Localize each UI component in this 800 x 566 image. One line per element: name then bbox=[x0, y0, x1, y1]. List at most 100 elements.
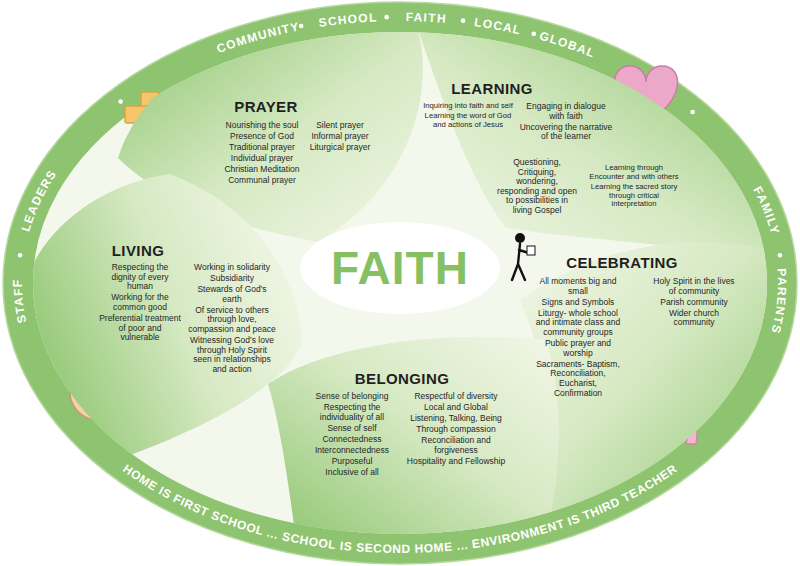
section-item: Sense of self bbox=[302, 424, 402, 434]
petal-section: BELONGING Sense of belongingRespecting th… bbox=[262, 325, 572, 555]
ring-edge bbox=[3, 2, 797, 564]
ring-label: LEADERS bbox=[19, 167, 60, 233]
section-item: Through compassion bbox=[406, 425, 506, 435]
figure-icon bbox=[512, 233, 535, 280]
section-heading: BELONGING bbox=[355, 371, 449, 386]
ring-label: LOCAL bbox=[473, 15, 523, 37]
petal-section: LIVING Respecting the dignity of every hu… bbox=[18, 168, 308, 464]
ring-label-path: GLOBAL bbox=[538, 29, 598, 61]
section-item: Preferential treatment of poor and vulne… bbox=[99, 314, 181, 343]
ring-label: FAMILY bbox=[750, 184, 782, 236]
section-item: Liturgical prayer bbox=[299, 143, 381, 153]
ring-label-path: STAFF bbox=[11, 279, 29, 325]
text-column: Nourishing the soulPresence of GodTradit… bbox=[212, 121, 312, 188]
ring-label-path: FAITH bbox=[406, 10, 448, 26]
section-item: Witnessing God's love through Holy Spiri… bbox=[187, 336, 277, 374]
section-item: Of service to others through love, compa… bbox=[187, 306, 277, 335]
ring-label: HOME IS FIRST SCHOOL ... SCHOOL IS SECON… bbox=[120, 461, 679, 556]
text-column: Sense of belongingRespecting the individ… bbox=[302, 392, 402, 479]
section-item: Nourishing the soul bbox=[212, 121, 312, 131]
section-item: Traditional prayer bbox=[212, 143, 312, 153]
ring-dot bbox=[384, 15, 389, 20]
text-column: Silent prayerInformal prayerLiturgical p… bbox=[299, 121, 381, 154]
ring-label: PARENTS bbox=[768, 268, 789, 336]
section-item: Working in solidarity bbox=[187, 263, 277, 273]
ring-dot bbox=[461, 18, 466, 23]
text-column: Holy Spirit in the lives of communityPar… bbox=[651, 277, 737, 329]
section-item: Subsidiarity bbox=[187, 274, 277, 284]
text-column: Engaging in dialogue with faithUncoverin… bbox=[518, 102, 614, 143]
ring-label: GLOBAL bbox=[538, 29, 598, 61]
section-item: Hospitality and Fellowship bbox=[406, 457, 506, 467]
section-item: Local and Global bbox=[406, 403, 506, 413]
section-item: Signs and Symbols bbox=[534, 298, 622, 308]
ring-label: FAITH bbox=[406, 10, 448, 26]
section-item: Public prayer and worship bbox=[534, 339, 622, 358]
section-item: All moments big and small bbox=[534, 277, 622, 296]
section-item: Interconnectedness bbox=[302, 446, 402, 456]
section-item: Respectful of diversity bbox=[406, 392, 506, 402]
petal-outline bbox=[418, 25, 771, 258]
text-column: Questioning, Critiquing, wondering, resp… bbox=[497, 158, 577, 217]
ring-dot bbox=[531, 32, 536, 37]
ring-label-path: HOME IS FIRST SCHOOL ... SCHOOL IS SECON… bbox=[120, 461, 679, 556]
ring-label-path: LOCAL bbox=[473, 15, 523, 37]
ring-label-path: PARENTS bbox=[768, 268, 789, 336]
text-column: Respectful of diversityLocal and GlobalL… bbox=[406, 392, 506, 468]
section-item: Communal prayer bbox=[212, 176, 312, 186]
ring-label-path: SCHOOL bbox=[318, 10, 378, 30]
section-item: Presence of God bbox=[212, 132, 312, 142]
center-outline bbox=[300, 222, 500, 314]
ring-label-path: LEADERS bbox=[19, 167, 60, 233]
section-item: Purposeful bbox=[302, 457, 402, 467]
section-heading: PRAYER bbox=[234, 99, 298, 114]
ring-label: STAFF bbox=[11, 279, 29, 325]
text-column: Learning through Encounter and with othe… bbox=[589, 164, 679, 211]
petal-shape bbox=[262, 325, 572, 555]
section-item: Reconciliation and forgiveness bbox=[406, 436, 506, 455]
section-item: Learning the sacred story through critic… bbox=[589, 183, 679, 209]
section-item: Informal prayer bbox=[299, 132, 381, 142]
ring-dot bbox=[778, 253, 783, 258]
section-item: Holy Spirit in the lives of community bbox=[651, 277, 737, 296]
section-item: Respecting the individuality of all bbox=[302, 403, 402, 422]
section-item: Sacraments- Baptism, Reconciliation, Euc… bbox=[534, 360, 622, 398]
petal-outline bbox=[268, 337, 559, 546]
section-item: Working for the common good bbox=[99, 293, 181, 312]
section-item: Christian Meditation bbox=[212, 165, 312, 175]
text-column: All moments big and smallSigns and Symbo… bbox=[534, 277, 622, 400]
ring-label-path: FAMILY bbox=[750, 184, 782, 236]
ring-label-path: COMMUNITY bbox=[215, 19, 301, 55]
section-item: Sense of belonging bbox=[302, 392, 402, 402]
section-heading: CELEBRATING bbox=[566, 255, 678, 270]
ring-dot bbox=[690, 110, 695, 115]
section-item: Respecting the dignity of every human bbox=[99, 263, 181, 292]
section-item: Inclusive of all bbox=[302, 468, 402, 478]
section-item: Questioning, Critiquing, wondering, resp… bbox=[497, 158, 577, 216]
section-item: Learning through Encounter and with othe… bbox=[589, 164, 679, 181]
section-item: Liturgy- whole school and intimate class… bbox=[534, 309, 622, 338]
section-item: Uncovering the narrative of the learner bbox=[518, 123, 614, 142]
section-item: Stewards of God's earth bbox=[187, 285, 277, 304]
center-ellipse: FAITH bbox=[298, 220, 502, 316]
section-item: Silent prayer bbox=[299, 121, 381, 131]
section-heading: LIVING bbox=[112, 243, 164, 258]
center-title: FAITH bbox=[331, 245, 469, 291]
section-heading: LEARNING bbox=[451, 81, 533, 96]
petal-outline bbox=[24, 174, 302, 458]
text-column: Respecting the dignity of every humanWor… bbox=[99, 263, 181, 344]
ring-dot bbox=[18, 253, 23, 258]
section-item: Connectedness bbox=[302, 435, 402, 445]
section-item: Listening, Talking, Being bbox=[406, 414, 506, 424]
section-item: Engaging in dialogue with faith bbox=[518, 102, 614, 121]
section-item: Parish community bbox=[651, 298, 737, 308]
ring-label: SCHOOL bbox=[318, 10, 378, 30]
ring-label: COMMUNITY bbox=[215, 19, 301, 55]
section-item: Inquiring into faith and self bbox=[422, 102, 514, 111]
section-item: Learning the word of God and actions of … bbox=[422, 112, 514, 129]
text-column: Inquiring into faith and selfLearning th… bbox=[422, 102, 514, 131]
ring-dot bbox=[118, 99, 123, 104]
text-column: Working in solidaritySubsidiaritySteward… bbox=[187, 263, 277, 376]
